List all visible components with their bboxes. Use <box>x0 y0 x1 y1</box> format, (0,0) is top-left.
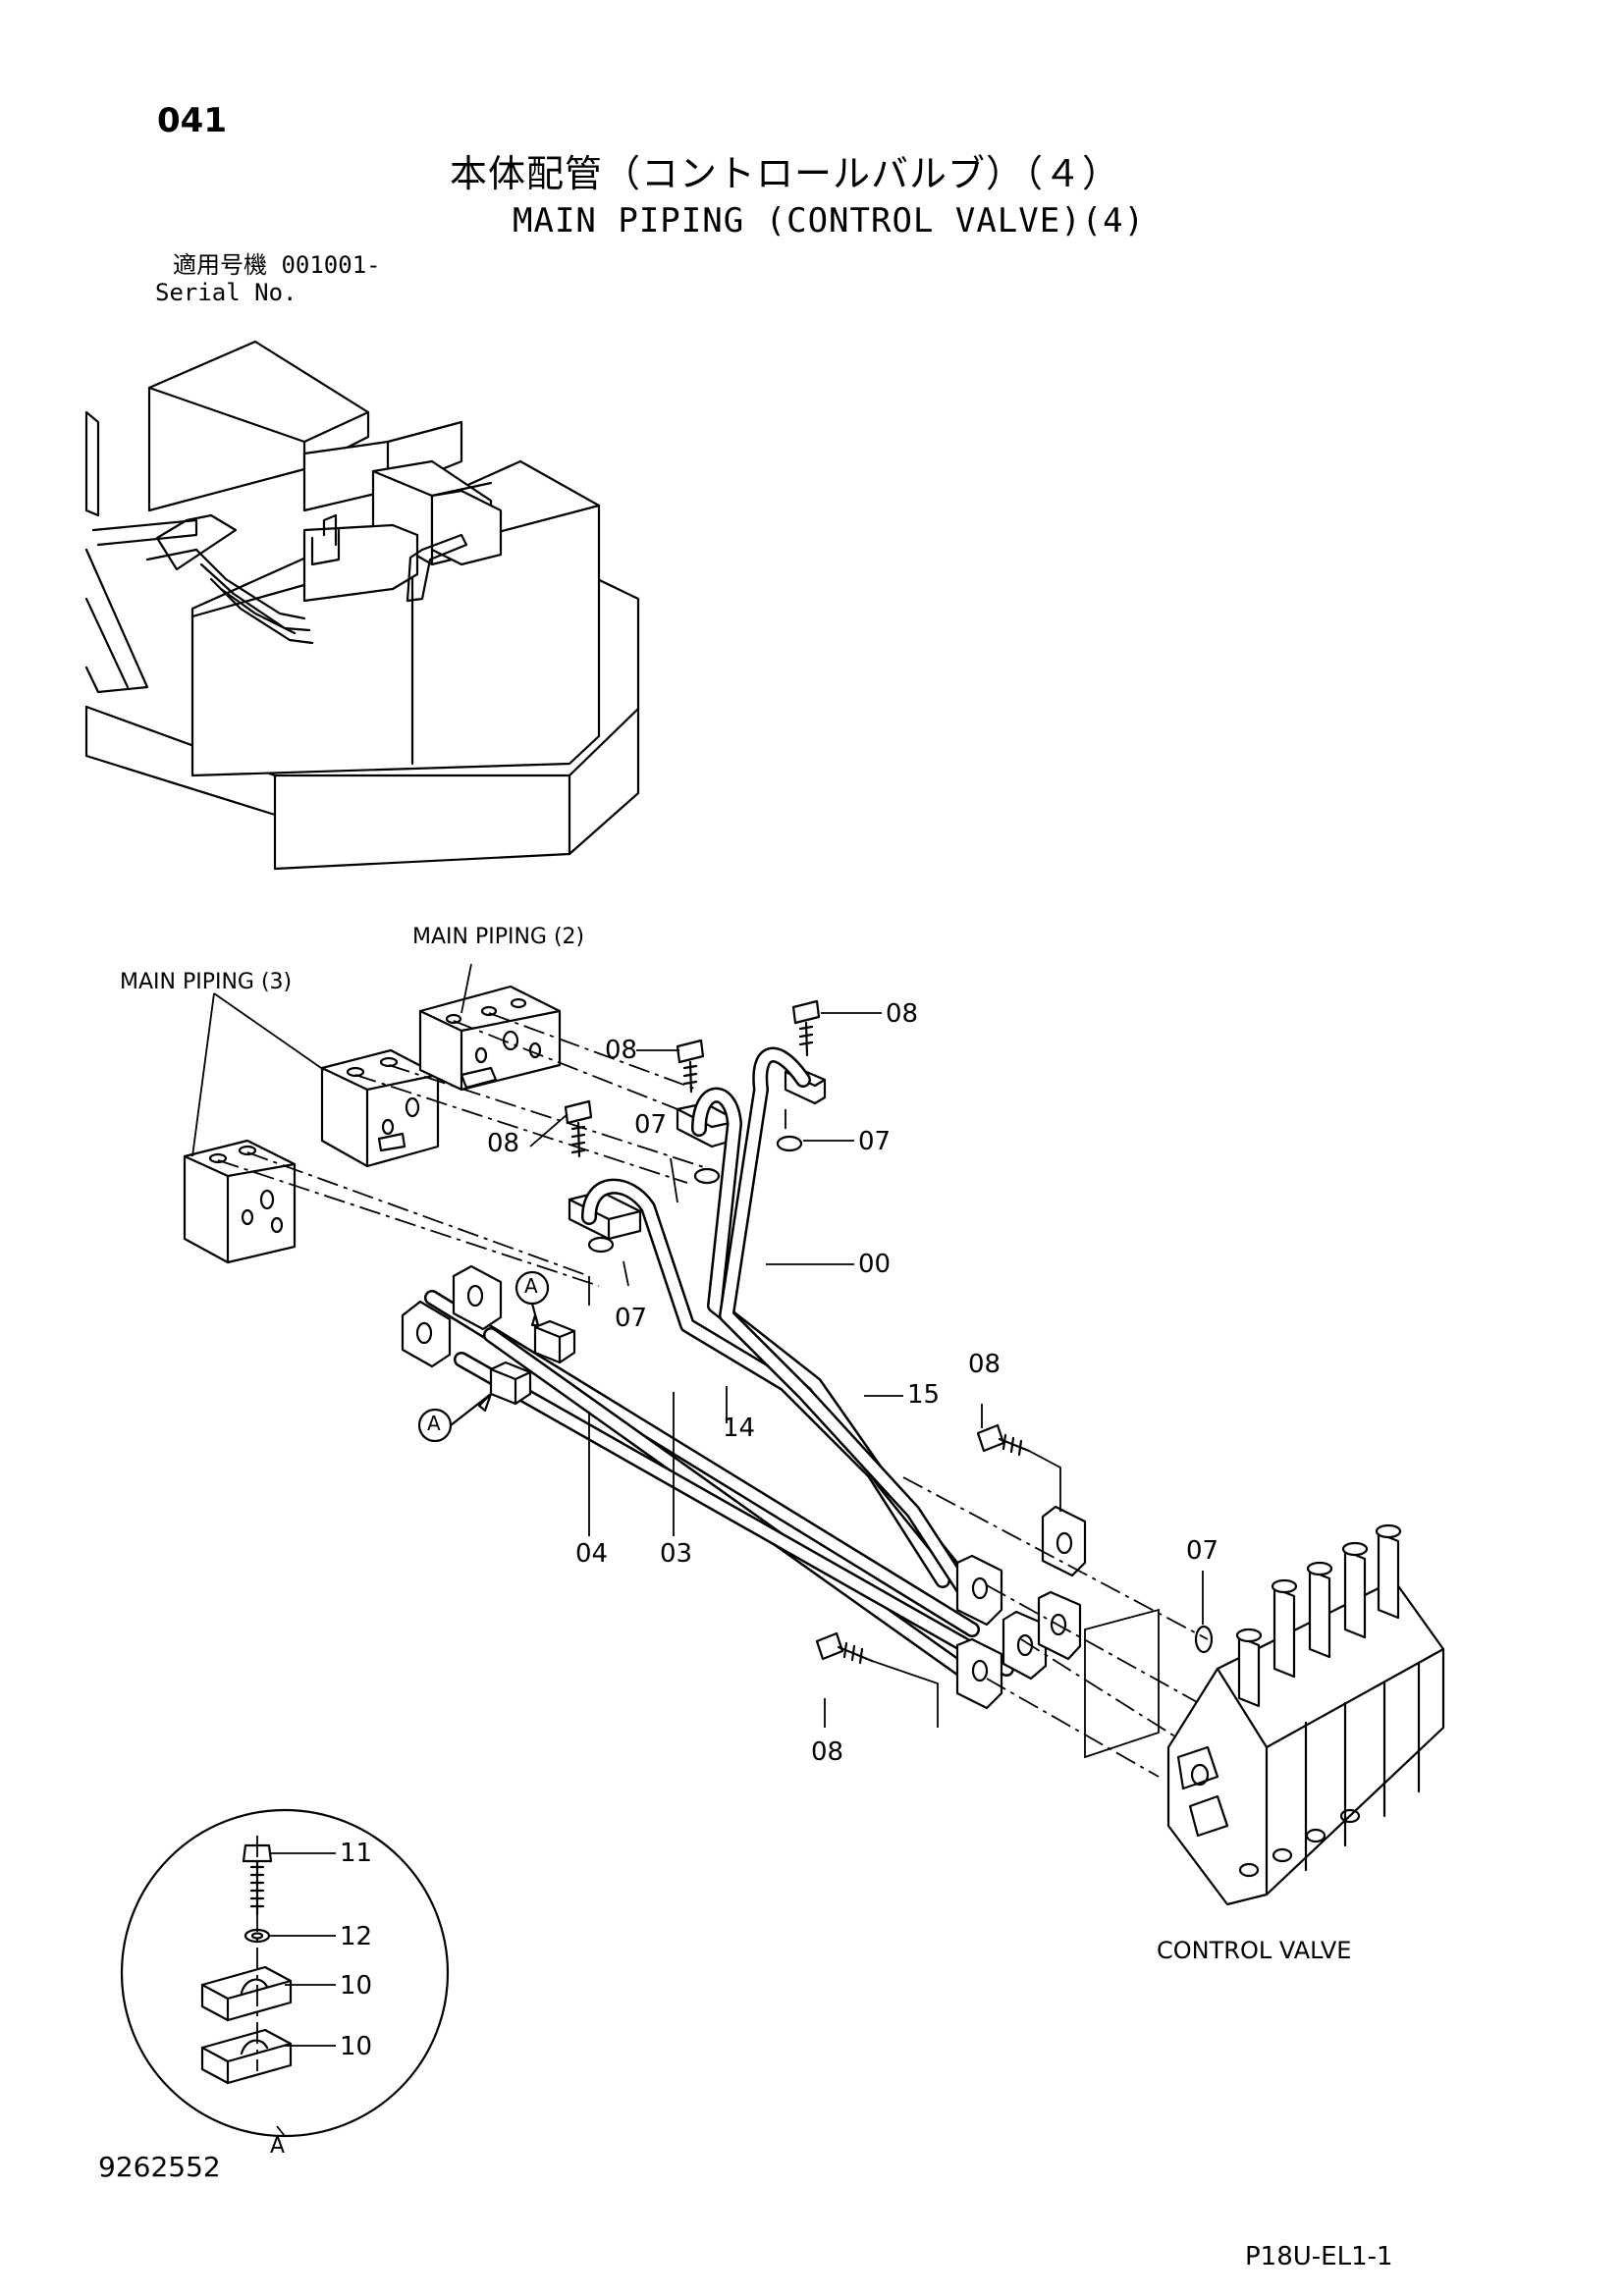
callout-10-upper: 10 <box>340 1971 373 2001</box>
page-number: 041 <box>157 101 227 140</box>
label-control-valve: CONTROL VALVE <box>1157 1937 1352 1964</box>
view-a-marker-lower: A <box>427 1412 441 1435</box>
o-ring-07-parts <box>587 1135 1214 1654</box>
detail-view-a-label: A <box>270 2134 286 2159</box>
callout-07-right: 07 <box>1186 1536 1219 1566</box>
main-piping-2-blocks <box>418 985 562 1092</box>
control-valve-drawing <box>1166 1523 1445 1906</box>
callout-14: 14 <box>723 1414 756 1443</box>
callout-08-right: 08 <box>968 1350 1001 1379</box>
main-piping-3-blocks <box>183 1048 440 1264</box>
callout-07-upper-left: 07 <box>634 1110 668 1140</box>
pipes-03-04 <box>401 1264 1087 1710</box>
callout-11: 11 <box>340 1839 373 1868</box>
label-main-piping-2: MAIN PIPING (2) <box>412 925 585 949</box>
callout-08-top: 08 <box>605 1036 638 1065</box>
callout-00: 00 <box>858 1250 892 1279</box>
serial-label-english: Serial No. <box>155 279 298 306</box>
serial-label-japanese: 適用号機 001001- <box>173 251 381 279</box>
view-a-marker-upper: A <box>524 1274 538 1298</box>
pipe-14 <box>581 1178 950 1588</box>
label-main-piping-3: MAIN PIPING (3) <box>120 970 293 994</box>
callout-07-upper-right: 07 <box>858 1127 892 1156</box>
detail-view-a <box>120 1808 450 2138</box>
machine-overview-drawing <box>84 340 640 871</box>
callout-07-left: 07 <box>615 1304 648 1333</box>
callout-10-lower: 10 <box>340 2032 373 2061</box>
callout-08-bottom: 08 <box>811 1737 844 1767</box>
title-japanese: 本体配管（コントロールバルブ）（４） <box>450 152 1121 195</box>
callout-03: 03 <box>660 1539 693 1569</box>
pipe-00 <box>719 1046 985 1618</box>
bolt-08-parts <box>564 999 1031 1665</box>
callout-12: 12 <box>340 1922 373 1951</box>
document-number: 9262552 <box>98 2151 221 2183</box>
upper-flanges <box>568 1066 827 1241</box>
title-english: MAIN PIPING (CONTROL VALVE)(4) <box>513 201 1146 240</box>
callout-15: 15 <box>907 1380 941 1410</box>
callout-08-left: 08 <box>487 1129 520 1158</box>
callout-04: 04 <box>575 1539 609 1569</box>
callout-08-top-right: 08 <box>886 999 919 1029</box>
sheet-code: P18U-EL1-1 <box>1245 2242 1393 2271</box>
